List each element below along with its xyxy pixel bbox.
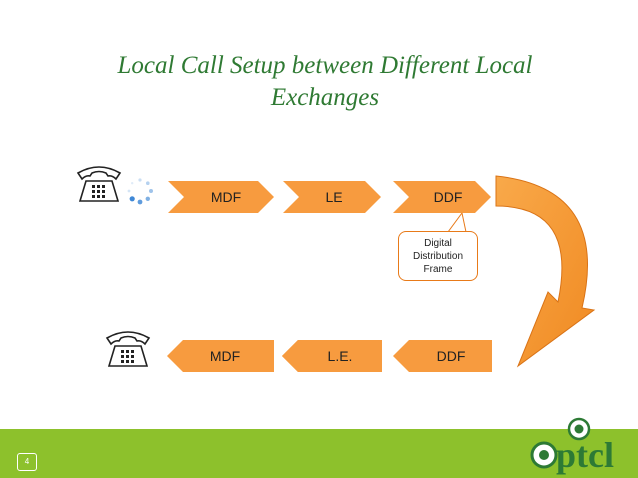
top-chevron-label: MDF bbox=[210, 189, 242, 205]
caller-telephone-icon bbox=[74, 163, 124, 205]
title-line-2: Exchanges bbox=[270, 84, 380, 111]
callout-line-3: Frame bbox=[423, 263, 453, 275]
callout-pointer bbox=[447, 213, 467, 233]
top-chevron-le: LE bbox=[283, 181, 381, 213]
callout-line-2: Distribution bbox=[412, 250, 464, 262]
title-line-1: Local Call Setup between Different Local bbox=[117, 52, 533, 79]
bottom-chevron-ddf: DDF bbox=[393, 340, 492, 372]
spinner-icon bbox=[126, 177, 154, 205]
bottom-chevron-le: L.E. bbox=[282, 340, 382, 372]
ptcl-logo: ptcl bbox=[512, 415, 632, 477]
callout-ddf-definition: Digital Distribution Frame bbox=[398, 231, 478, 281]
receiver-telephone-icon bbox=[103, 328, 153, 370]
bottom-chevron-label: MDF bbox=[209, 348, 241, 364]
logo-wordmark: ptcl bbox=[556, 435, 614, 475]
top-chevron-mdf: MDF bbox=[168, 181, 274, 213]
curved-arrow-icon bbox=[495, 175, 596, 368]
bottom-chevron-label: DDF bbox=[436, 348, 466, 364]
callout-line-1: Digital bbox=[424, 237, 452, 249]
bottom-chevron-mdf: MDF bbox=[167, 340, 274, 372]
top-chevron-label: DDF bbox=[433, 189, 463, 205]
slide-title: Local Call Setup between Different Local… bbox=[60, 50, 590, 114]
bottom-chevron-label: L.E. bbox=[327, 348, 353, 364]
top-chevron-label: LE bbox=[325, 189, 343, 205]
page-number: 4 bbox=[17, 453, 37, 471]
top-chevron-ddf: DDF bbox=[393, 181, 491, 213]
